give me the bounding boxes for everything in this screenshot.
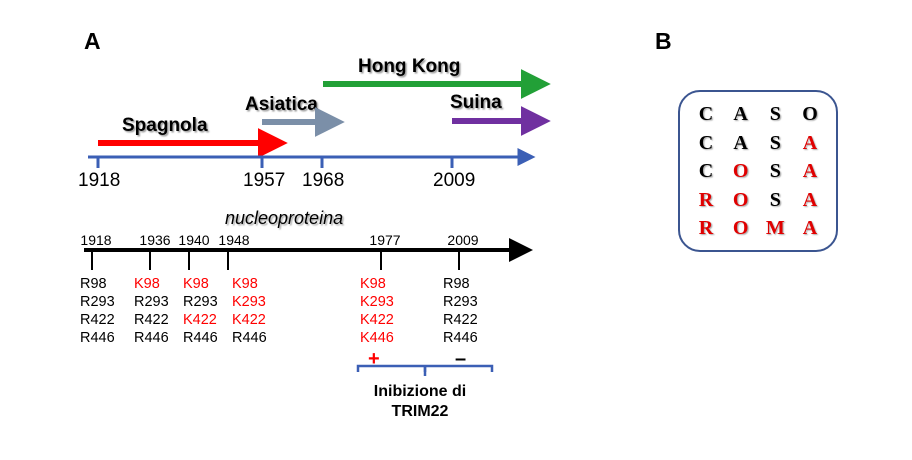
word-letter: A [802,188,818,211]
mutation-residue: R293 [134,294,169,310]
word-row-cosa: C O S A [694,160,822,182]
nucleoprotein-year-1977: 1977 [369,232,401,248]
word-letter: O [732,217,749,239]
mutation-column-2009: R98 R293 R422 R446 [443,275,478,347]
nucleoprotein-year-2009: 2009 [447,232,479,248]
mutation-residue: R293 [80,294,115,310]
mutation-residue: R98 [443,276,470,292]
word-letter: A [733,103,748,125]
inhibition-caption-line-2: TRIM22 [391,403,449,420]
mutation-residue: R446 [443,330,478,346]
mutation-residue: R422 [134,312,169,328]
word-letter: S [769,160,781,182]
mutation-residue: K422 [360,312,394,328]
mutation-residue: R446 [134,330,169,346]
epidemic-timeline-graphic [88,69,551,168]
mutation-residue: R446 [232,330,267,346]
mutation-residue: R293 [183,294,218,310]
word-letter: A [802,217,818,239]
inhibition-plus-sign: + [368,348,380,370]
nucleoprotein-year-1936: 1936 [139,232,171,248]
epidemic-label-spagnola: Spagnola [122,115,208,136]
mutation-residue: K422 [232,312,266,328]
mutation-residue: K293 [232,294,266,310]
mutation-residue: R446 [80,330,115,346]
word-row-casa: C A S A [694,132,822,154]
word-letter: S [769,131,781,154]
mutation-residue: R422 [443,312,478,328]
nucleoprotein-year-1940: 1940 [178,232,210,248]
word-letter: A [802,131,818,154]
epidemic-year-1957: 1957 [243,170,286,191]
inhibition-caption-line-1: Inibizione di [373,383,467,400]
word-letter: M [765,217,785,239]
word-letter: O [802,103,818,125]
mutation-residue: R446 [183,330,218,346]
mutation-column-1940: K98 R293 K422 R446 [183,275,218,347]
nucleoprotein-timeline-graphic [84,238,533,376]
mutation-column-1948: K98 K293 K422 R446 [232,275,267,347]
word-row-rosa: R O S A [694,189,822,211]
word-morph-grid: C A S O C A S A C O S A R O S A R O M A [684,97,832,245]
word-letter: C [698,103,714,125]
epidemic-label-hong-kong: Hong Kong [358,56,461,77]
word-letter: C [698,131,714,154]
epidemic-year-2009: 2009 [433,170,476,191]
mutation-residue: R293 [443,294,478,310]
epidemic-year-1918: 1918 [78,170,121,191]
panel-b-label: B [655,28,672,54]
word-letter: A [733,131,748,154]
word-letter: A [802,160,818,182]
mutation-residue: K98 [134,276,160,292]
epidemic-year-1968: 1968 [302,170,345,191]
word-letter: R [698,188,714,211]
panel-a: Spagnola Asiatica Hong Kong Suina [0,0,600,420]
nucleoprotein-year-1948: 1948 [218,232,250,248]
word-letter: R [698,217,714,239]
mutation-column-1936: K98 R293 R422 R446 [134,275,169,347]
inhibition-minus-sign: – [455,348,467,370]
word-letter: S [769,188,781,211]
nucleoprotein-title: nucleoproteina [225,208,344,228]
mutation-residue: K446 [360,330,394,346]
inhibition-caption: Inibizione di TRIM22 [355,382,485,422]
mutation-residue: K98 [360,276,386,292]
word-letter: O [732,160,749,182]
nucleoprotein-year-1918: 1918 [80,232,112,248]
word-letter: C [698,160,714,182]
panel-a-label: A [84,28,101,54]
word-letter: S [769,103,781,125]
mutation-residue: K98 [183,276,209,292]
word-row-roma: R O M A [694,217,822,239]
mutation-column-1918: R98 R293 R422 R446 [80,275,115,347]
mutation-residue: K98 [232,276,258,292]
word-row-caso: C A S O [694,103,822,125]
mutation-residue: K293 [360,294,394,310]
mutation-residue: R422 [80,312,115,328]
epidemic-label-suina: Suina [450,92,502,113]
word-letter: O [732,188,749,211]
word-grid-box [678,90,838,252]
epidemic-label-asiatica: Asiatica [245,94,318,115]
mutation-residue: R98 [80,276,107,292]
mutation-column-1977: K98 K293 K422 K446 [360,275,394,347]
mutation-residue: K422 [183,312,217,328]
